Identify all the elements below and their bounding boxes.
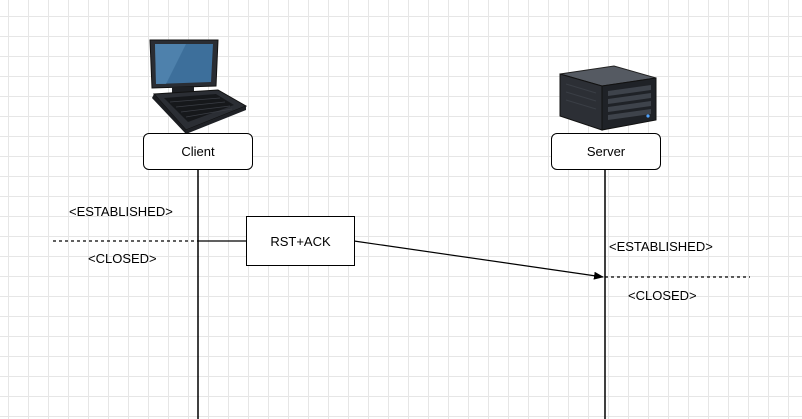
- server-state-established: <ESTABLISHED>: [609, 239, 713, 254]
- server-label: Server: [586, 144, 626, 159]
- message-label: RST+ACK: [270, 233, 331, 249]
- client-box: Client: [143, 133, 253, 170]
- server-state-closed: <CLOSED>: [628, 288, 697, 303]
- laptop-icon: [149, 39, 248, 134]
- client-label: Client: [181, 144, 215, 159]
- server-box: Server: [551, 133, 661, 170]
- server-icon: [559, 65, 657, 131]
- rst-ack-message-box: RST+ACK: [246, 216, 355, 266]
- client-state-established: <ESTABLISHED>: [69, 204, 173, 219]
- message-arrow: [353, 240, 604, 280]
- client-state-closed: <CLOSED>: [88, 251, 157, 266]
